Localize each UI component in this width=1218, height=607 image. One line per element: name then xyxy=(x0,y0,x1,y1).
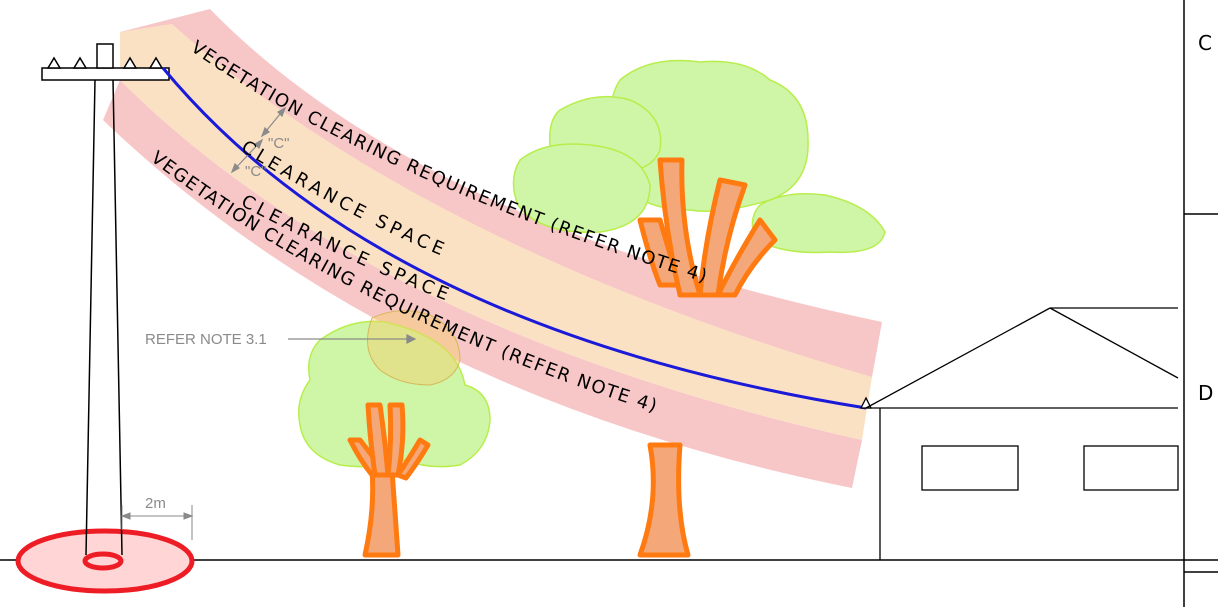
c-dimension-label-lower: "C" xyxy=(245,163,266,180)
tree-left-canopy xyxy=(298,320,491,468)
tree-right xyxy=(512,59,886,558)
refer-note-label: REFER NOTE 3.1 xyxy=(145,331,267,348)
pole-clearance-zone xyxy=(15,528,195,594)
tree-right-canopy xyxy=(512,59,886,254)
drawing-border xyxy=(1183,0,1218,607)
c-dimension xyxy=(230,106,287,174)
house-window-right xyxy=(1083,445,1179,491)
tree-left xyxy=(298,310,491,558)
dimension-2m xyxy=(120,505,194,540)
power-pole xyxy=(41,43,170,556)
tree-left-trunk xyxy=(347,402,431,558)
house-window-left xyxy=(921,445,1019,491)
tree-right-trunk xyxy=(637,157,778,558)
clearance-space-zone xyxy=(120,24,872,440)
house xyxy=(865,307,1179,560)
border-zone-d: D xyxy=(1198,381,1213,405)
dimension-2m-label: 2m xyxy=(145,495,166,512)
border-zone-c: C xyxy=(1198,31,1212,55)
vegetation-clearing-zone-lower xyxy=(103,80,862,488)
c-dimension-label-upper: "C" xyxy=(268,135,289,152)
tree-left-note-highlight xyxy=(367,310,461,386)
refer-note-leader xyxy=(288,334,417,344)
conductor-line xyxy=(161,67,867,410)
